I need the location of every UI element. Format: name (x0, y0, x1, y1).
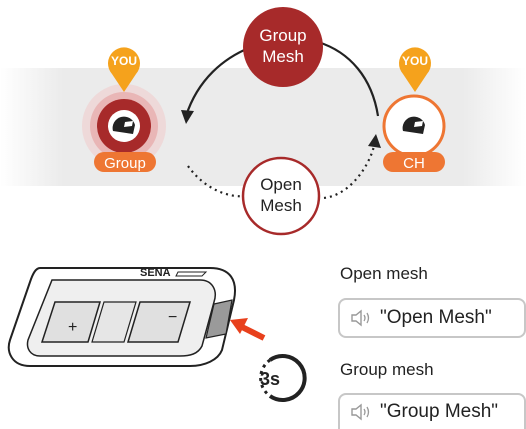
open-mesh-line1: Open (260, 175, 302, 194)
dotted-arc-right (317, 145, 376, 200)
you-badge-left: YOU (111, 54, 137, 68)
arrow-head-left (181, 110, 194, 124)
group-mesh-prompt: "Group Mesh" (380, 401, 499, 422)
side-button[interactable] (205, 299, 233, 339)
speaker-icon (351, 403, 370, 421)
group-tag (94, 152, 156, 172)
center-button[interactable] (91, 301, 137, 343)
open-mesh-line2: Mesh (260, 196, 302, 215)
open-mesh-prompt: "Open Mesh" (380, 307, 492, 328)
plus-button[interactable] (40, 301, 102, 343)
brand-logo: SENA (140, 267, 171, 279)
minus-symbol: − (168, 309, 177, 326)
plus-symbol: + (68, 319, 77, 336)
right-rider-node: YOU CH (382, 47, 446, 172)
group-tag-label: Group (104, 155, 146, 172)
group-mesh-prompt-box: "Group Mesh" (338, 393, 526, 429)
ch-tag (383, 152, 445, 172)
dotted-arc-left (187, 165, 247, 198)
group-mesh-title: Group mesh (340, 360, 434, 379)
you-pin-right (398, 47, 431, 92)
group-mesh-bubble (243, 7, 323, 87)
open-mesh-bubble (241, 156, 321, 236)
arrow-line-right (317, 40, 380, 117)
open-mesh-title: Open mesh (340, 264, 428, 283)
open-mesh-prompt-box: "Open Mesh" (338, 298, 526, 338)
you-pin-left (108, 47, 140, 92)
minus-button[interactable] (126, 301, 192, 343)
hold-timer-icon: 3s (259, 354, 307, 402)
group-mesh-line2: Mesh (262, 47, 304, 66)
press-arrow-head (230, 318, 248, 334)
you-badge-right: YOU (402, 54, 428, 68)
hold-duration: 3s (260, 369, 280, 389)
left-rider-node: YOU Group (82, 47, 166, 172)
speaker-icon (351, 309, 370, 327)
sena-device: SENA + − (7, 267, 236, 367)
group-mesh-line1: Group (259, 26, 306, 45)
arrow-head-right (368, 134, 381, 148)
ch-tag-label: CH (403, 155, 425, 172)
press-arrow (238, 323, 266, 341)
